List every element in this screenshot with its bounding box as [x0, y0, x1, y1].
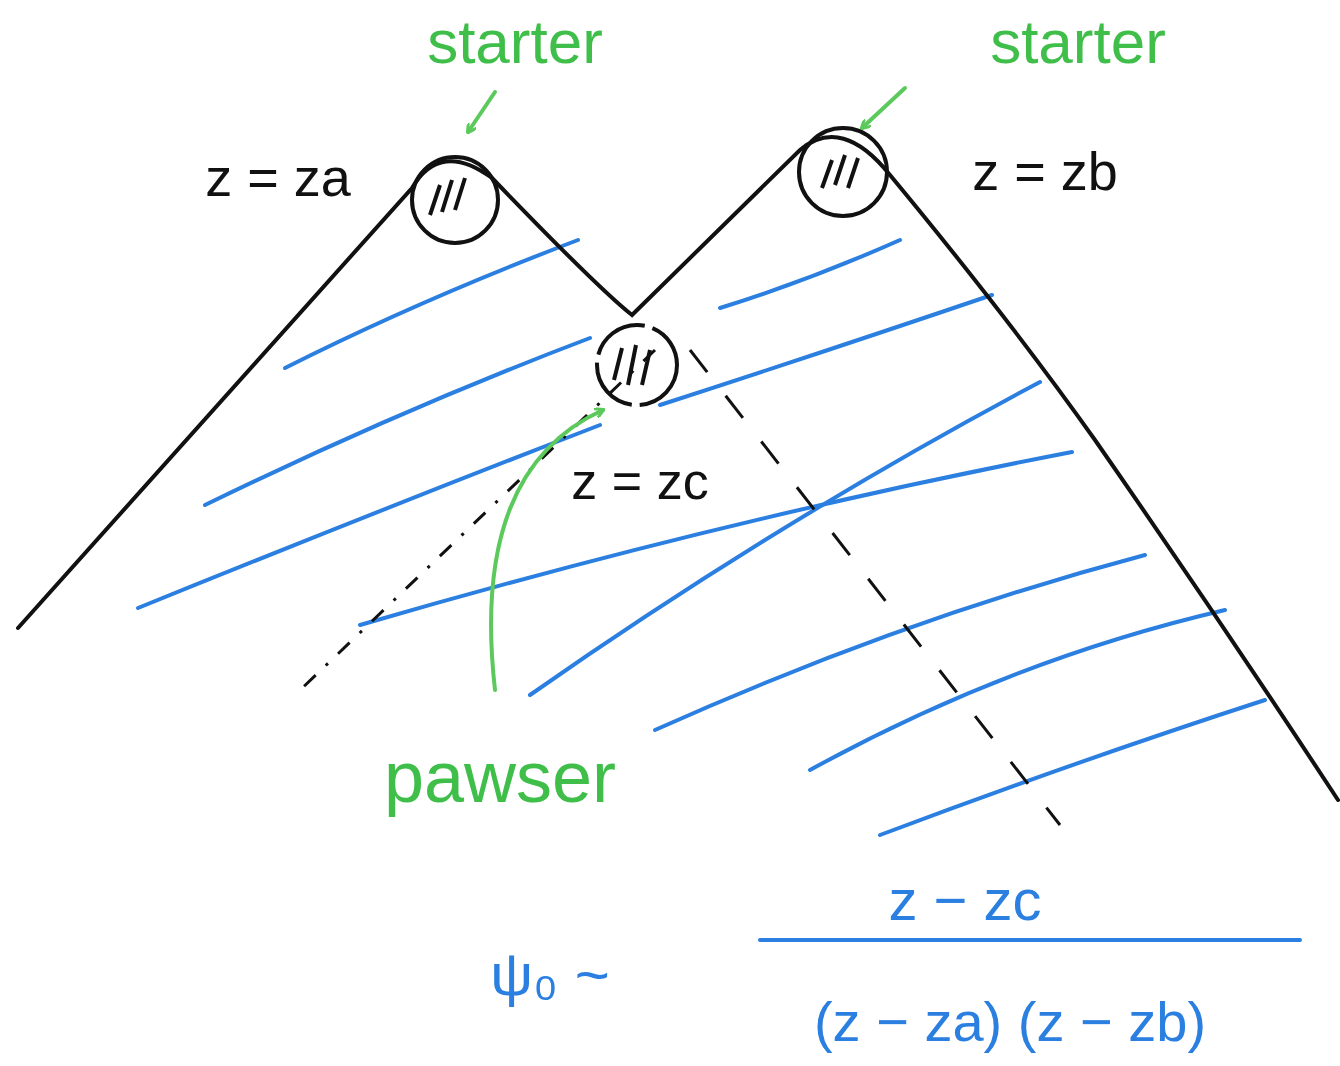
leader-arrows — [468, 88, 905, 690]
stream-line — [138, 425, 600, 608]
callout-label: starter — [423, 8, 607, 76]
position-label: z = zc — [567, 453, 712, 510]
callout-label: starter — [986, 8, 1170, 76]
stream-line — [720, 240, 900, 308]
stream-lines — [138, 240, 1265, 835]
position-label: z = zb — [968, 142, 1122, 201]
hatch — [430, 178, 465, 215]
stream-line — [655, 555, 1145, 730]
mountain-outline — [18, 137, 1338, 800]
fraction-bar — [760, 938, 1300, 942]
stream-line — [880, 700, 1265, 835]
leader-arrow — [862, 88, 905, 128]
leader-arrow — [468, 92, 495, 132]
hatch — [614, 345, 650, 385]
starter-circle — [412, 157, 498, 243]
stream-line — [285, 240, 578, 368]
formula-denominator: (z − za) (z − zb) — [810, 991, 1210, 1053]
dashed-line — [690, 350, 1060, 825]
position-label: z = za — [201, 148, 355, 207]
stream-line — [205, 338, 590, 505]
stream-line — [810, 610, 1225, 770]
leader-arrow — [491, 410, 603, 690]
hatch — [822, 155, 858, 188]
stream-line — [660, 295, 992, 405]
starter-circle — [799, 128, 887, 216]
formula-text: ψ₀ ~ — [486, 942, 613, 1008]
vortex-circles — [412, 128, 887, 405]
dash-dot-line — [295, 350, 655, 695]
stream-line — [360, 452, 1072, 625]
formula-numerator: z − zc — [884, 868, 1045, 932]
callout-label: pawser — [380, 738, 620, 817]
stream-line — [530, 382, 1040, 695]
